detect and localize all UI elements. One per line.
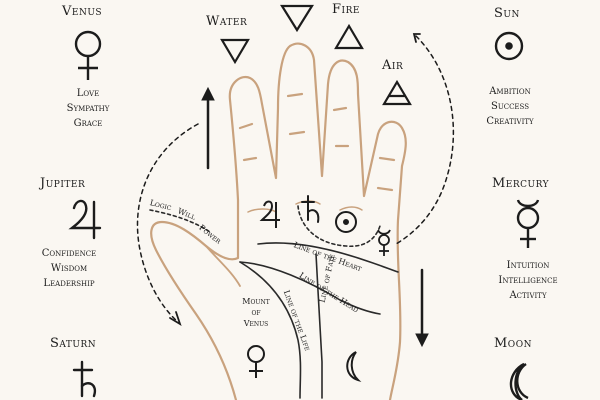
mercury-quality-3: Activity xyxy=(509,290,547,301)
head-line xyxy=(239,261,381,315)
sun-symbol-icon xyxy=(494,31,524,61)
palm-lines xyxy=(149,205,399,399)
downward-triangle-icon xyxy=(280,4,314,33)
saturn-symbol-icon xyxy=(72,360,97,398)
mercury-symbol-icon xyxy=(516,199,540,248)
air-triangle-icon xyxy=(382,79,412,106)
palm-sun-icon xyxy=(335,211,357,233)
water-triangle-icon xyxy=(220,38,250,65)
palm-jupiter-icon xyxy=(259,200,280,228)
mercury-qualities: Intuition Intelligence Activity xyxy=(486,258,570,303)
palm-saturn-icon xyxy=(301,195,320,223)
fate-line xyxy=(315,253,323,399)
moon-heading: Moon xyxy=(494,336,532,351)
hand-illustration xyxy=(150,42,407,400)
jupiter-quality-2: Wisdom xyxy=(50,263,88,274)
sun-quality-3: Creativity xyxy=(486,116,534,127)
sun-qualities: Ambition Success Creativity xyxy=(472,84,548,129)
venus-quality-3: Grace xyxy=(73,118,103,129)
vertical-arrows xyxy=(201,86,429,348)
saturn-heading: Saturn xyxy=(50,336,97,351)
air-label: Air xyxy=(382,58,404,73)
sun-heading: Sun xyxy=(494,6,520,21)
palm-mercury-icon xyxy=(377,229,391,256)
dashed-arrows xyxy=(136,35,455,323)
sun-quality-2: Success xyxy=(490,101,530,112)
palm-venus-icon xyxy=(247,345,265,378)
venus-symbol-icon xyxy=(74,30,102,80)
of-word: of xyxy=(251,308,261,317)
water-label: Water xyxy=(206,14,248,29)
heart-line xyxy=(257,242,399,273)
mercury-heading: Mercury xyxy=(492,176,550,191)
venus-quality-1: Love xyxy=(76,88,100,99)
venus-heading: Venus xyxy=(62,4,103,19)
palm-moon-icon xyxy=(346,351,362,383)
jupiter-symbol-icon xyxy=(68,199,102,240)
moon-symbol-icon xyxy=(509,362,529,400)
jupiter-quality-1: Confidence xyxy=(41,248,97,259)
fire-label: Fire xyxy=(332,2,360,17)
life-line xyxy=(239,261,302,399)
mercury-quality-1: Intuition xyxy=(506,260,550,271)
venus-word: Venus xyxy=(243,319,269,328)
mount-word: Mount xyxy=(242,297,270,306)
venus-qualities: Love Sympathy Grace xyxy=(60,86,116,131)
mount-of-venus-label: Mount of Venus xyxy=(236,296,276,329)
sun-quality-1: Ambition xyxy=(489,86,531,97)
venus-quality-2: Sympathy xyxy=(66,103,110,114)
mercury-quality-2: Intelligence xyxy=(498,275,558,286)
jupiter-heading: Jupiter xyxy=(40,176,86,191)
jupiter-quality-3: Leadership xyxy=(43,278,95,289)
jupiter-qualities: Confidence Wisdom Leadership xyxy=(28,246,110,291)
fire-triangle-icon xyxy=(334,23,364,50)
